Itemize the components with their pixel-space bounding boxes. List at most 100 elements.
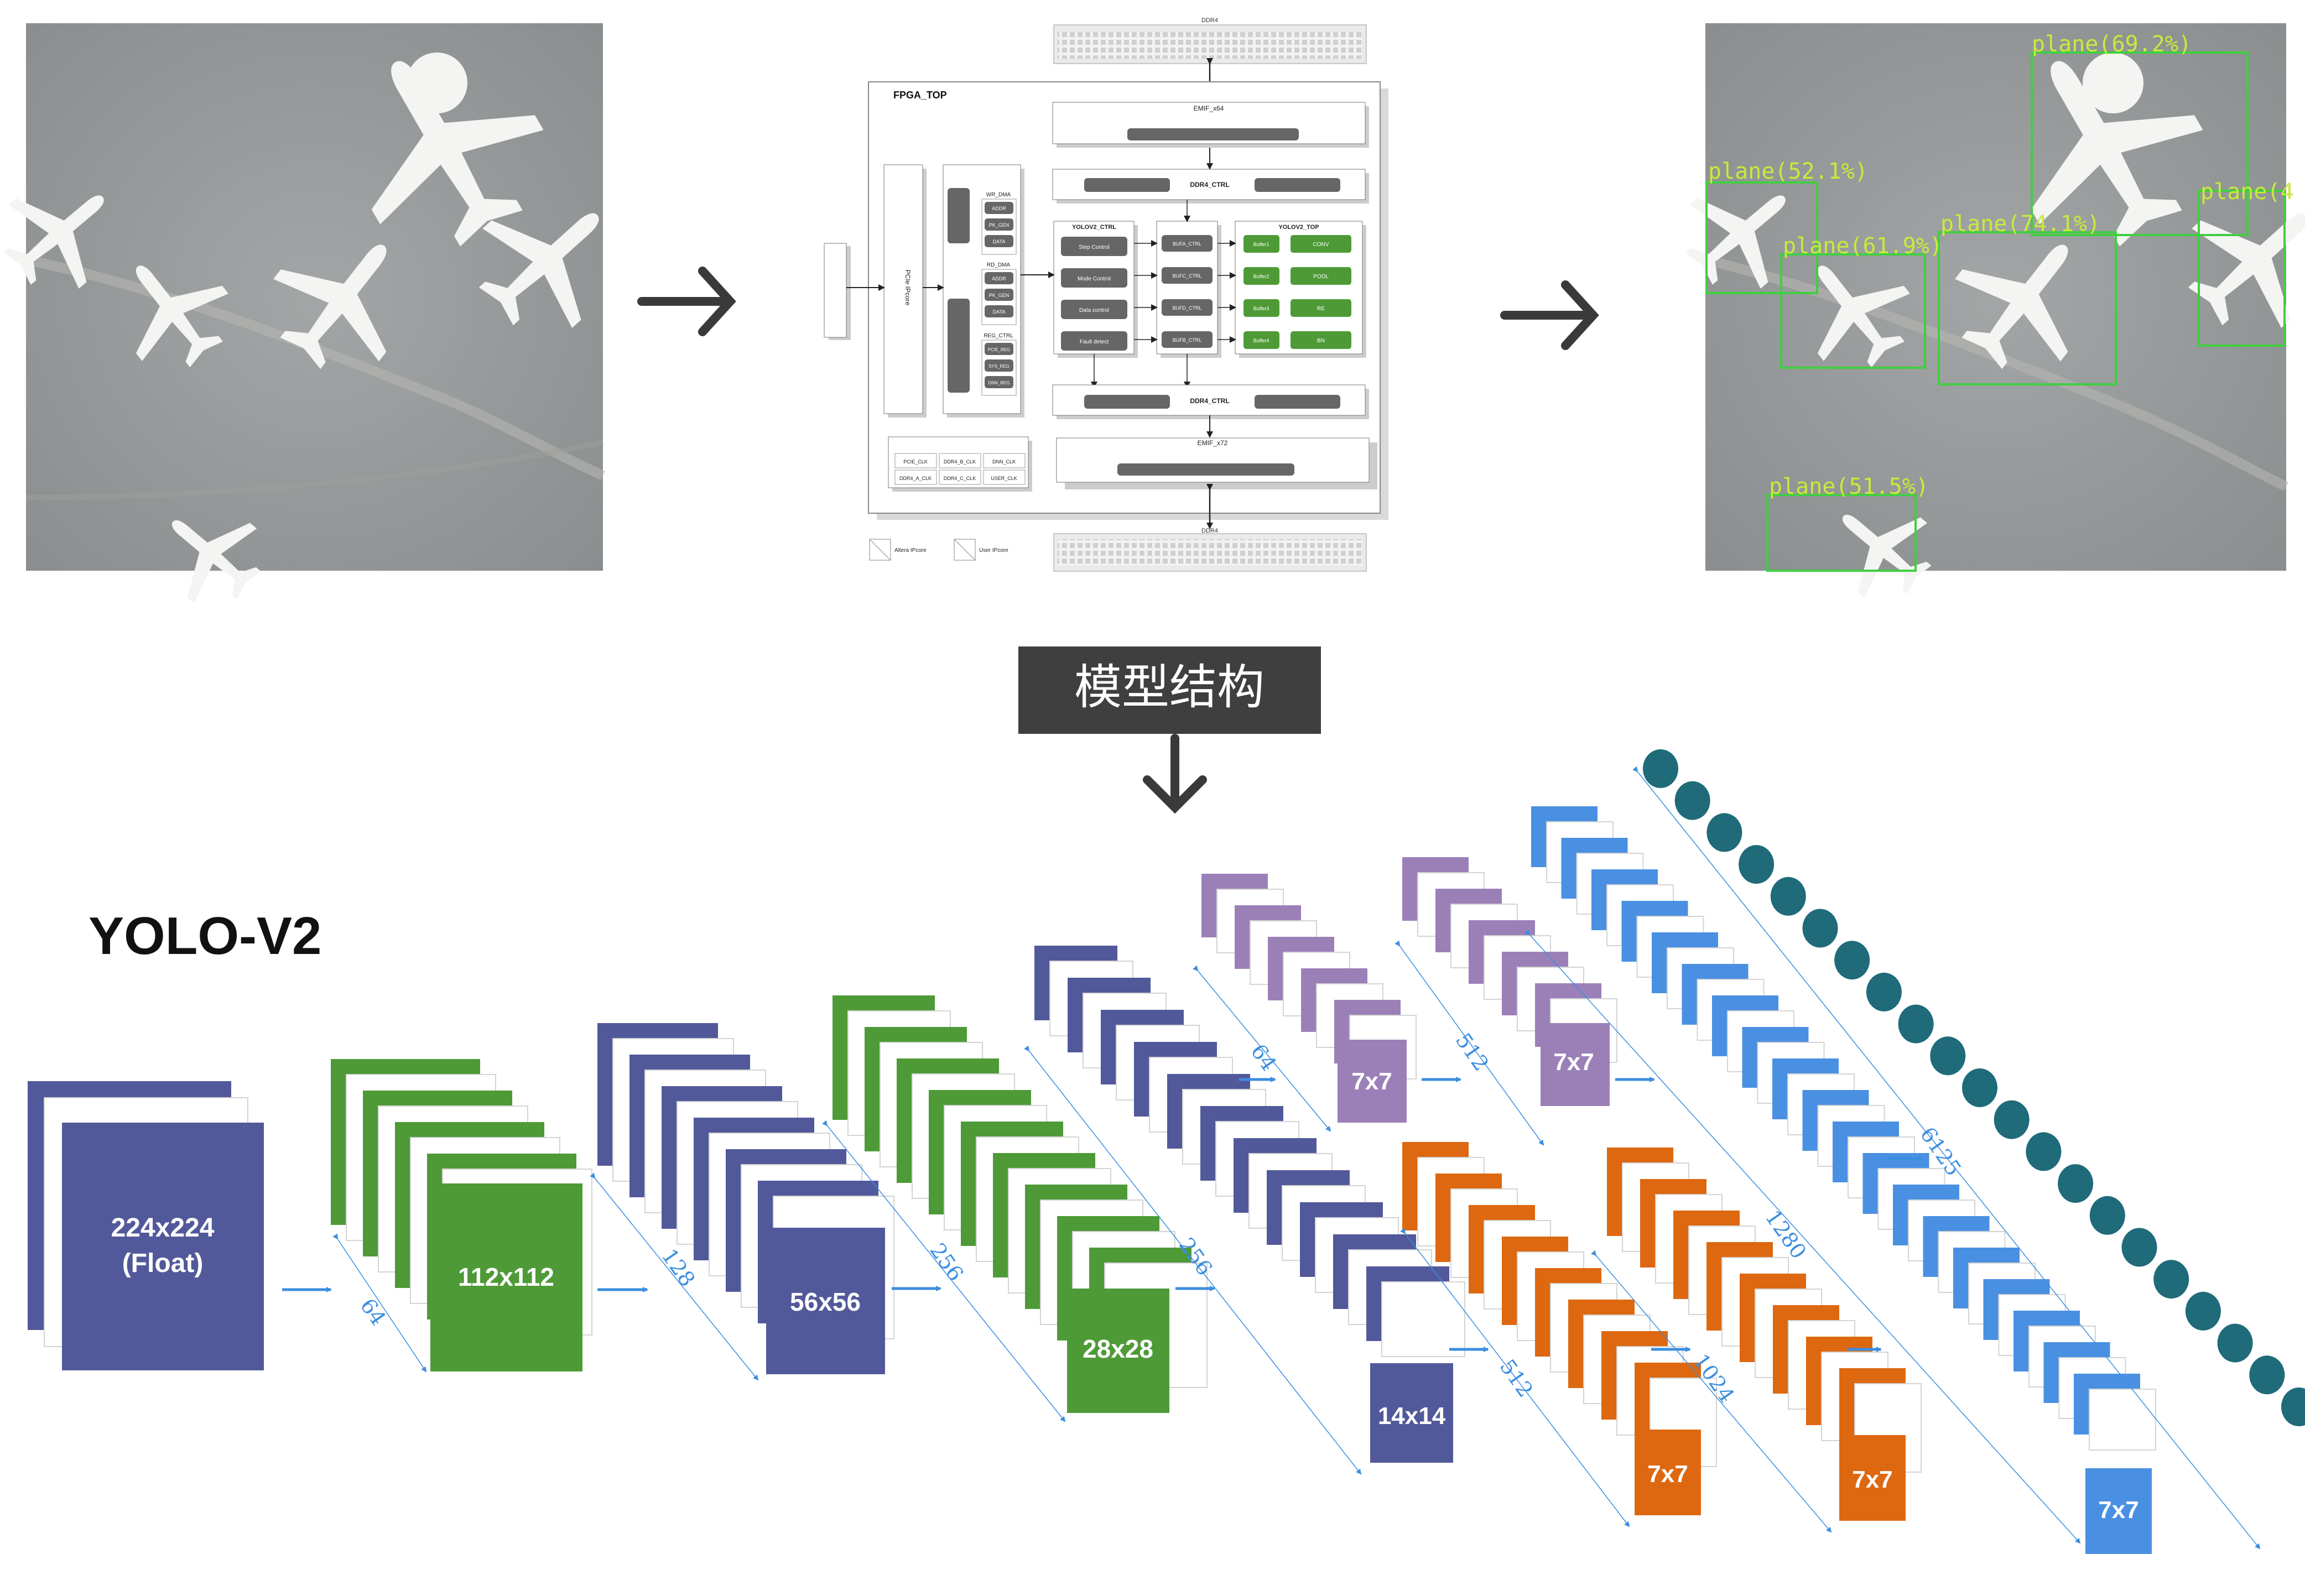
fpga-top-title: FPGA_TOP (893, 90, 947, 101)
reg-item-0: PCIE_REG (988, 347, 1010, 352)
bbox-5 (1766, 494, 1917, 572)
output-node (1866, 972, 1902, 1011)
buffer-0: Buffer1 (1253, 242, 1269, 247)
block-7-orange-b-label: 7x7 (1852, 1466, 1892, 1493)
ddr-ctrl-top-label: DDR4_CTRL (1190, 181, 1229, 189)
depth-256b-line (1024, 1045, 1362, 1475)
legend-user: User IPcore (979, 547, 1008, 554)
output-node (1898, 1004, 1934, 1044)
reg-ctrl-label: REG_CTRL (984, 333, 1013, 339)
yolo-top-label: YOLOV2_TOP (1278, 224, 1319, 231)
depth-64a-line (332, 1233, 427, 1373)
legend-altera: Altera IPcore (894, 547, 927, 554)
det-label-1: plane(52.1%) (1708, 159, 1868, 184)
bbox-2 (1938, 231, 2117, 385)
depth-64b-line (1193, 965, 1331, 1132)
bbox-0 (2031, 51, 2249, 236)
output-node (1962, 1068, 1997, 1107)
op-2: RE (1317, 306, 1325, 312)
ddr-top-label: DDR4 (1201, 17, 1218, 24)
output-node (1739, 845, 1775, 884)
yolo-ctrl-item-0: Step Control (1079, 244, 1110, 251)
output-node (2185, 1291, 2221, 1331)
buf-ctrl-2: BUFD_CTRL (1172, 305, 1201, 311)
ddr-ctrl-bottom-label: DDR4_CTRL (1190, 397, 1229, 405)
arrow-right-icon-2 (1500, 280, 1599, 350)
block-7-purple-b-label: 7x7 (1553, 1049, 1594, 1076)
rd-item-1: PK_GEN (989, 293, 1010, 298)
rd-dma-label: RD_DMA (987, 262, 1011, 268)
yolo-ctrl-item-1: Mode Control (1078, 276, 1111, 282)
buffer-2: Buffer3 (1253, 306, 1269, 311)
clock-3: DDR4_A_CLK (899, 476, 932, 481)
op-1: POOL (1313, 274, 1329, 280)
ddr-bottom-label: DDR4 (1201, 528, 1218, 534)
depth-512a-line (1395, 940, 1544, 1146)
output-node (1994, 1100, 2030, 1139)
block-7-blue-label: 7x7 (2098, 1496, 2139, 1524)
clock-4: DDR4_C_CLK (944, 476, 976, 481)
model-structure-label: 模型结构 (1074, 660, 1265, 715)
output-node (2217, 1323, 2253, 1363)
wr-item-1: PK_GEN (989, 222, 1010, 228)
wr-dma-label: WR_DMA (986, 192, 1011, 198)
det-label-3: plane(61.9%) (1783, 233, 1943, 259)
fpga-diagram: DDR4 FPGA_TOP EMIF_x64 DDR4_CTRL PCIe IP… (824, 17, 1388, 572)
output-node (2153, 1260, 2189, 1299)
pcie-label: PCIe IPcore (904, 270, 912, 306)
block-7-purple-a-label: 7x7 (1351, 1068, 1392, 1095)
buf-ctrl-1: BUFC_CTRL (1172, 273, 1201, 279)
output-node (1770, 877, 1806, 916)
output-node (1674, 781, 1710, 820)
stack-112-front (430, 1183, 582, 1371)
bbox-1 (1705, 181, 1818, 294)
arrow-down-icon (1143, 734, 1207, 814)
emif-top-label: EMIF_x64 (1194, 105, 1224, 112)
output-node (1643, 749, 1678, 788)
emif-bottom-label: EMIF_x72 (1198, 439, 1228, 447)
input-type-label: (Float) (122, 1249, 204, 1278)
detection-output-image: plane(69.2%) plane(52.1%) plane(74.1%) p… (1663, 15, 2305, 618)
output-node (1706, 813, 1742, 852)
depth-512b: 512 (1495, 1355, 1538, 1402)
reg-item-1: SYS_REG (988, 364, 1010, 369)
block-112-label: 112x112 (458, 1263, 554, 1291)
yolo-ctrl-item-2: Data control (1079, 307, 1109, 314)
network-title: YOLO-V2 (89, 906, 321, 966)
op-3: BN (1317, 338, 1325, 344)
det-label-0: plane(69.2%) (2032, 32, 2192, 57)
block-28-label: 28x28 (1083, 1334, 1153, 1363)
output-node (1930, 1036, 1966, 1076)
depth-512a: 512 (1451, 1029, 1494, 1076)
output-node (2121, 1228, 2157, 1267)
depth-64a: 64 (356, 1294, 391, 1330)
output-node (1834, 941, 1870, 980)
yolo-ctrl-label: YOLOV2_CTRL (1072, 224, 1116, 231)
output-node (2026, 1132, 2062, 1171)
buf-ctrl-3: BUFB_CTRL (1173, 337, 1202, 343)
clock-5: USER_CLK (991, 476, 1017, 481)
rd-item-0: ADDR (992, 276, 1006, 281)
depth-128: 128 (657, 1244, 700, 1291)
block-14-label: 14x14 (1378, 1402, 1446, 1430)
bbox-4 (2198, 190, 2286, 347)
bbox-3 (1780, 253, 1926, 369)
wr-item-0: ADDR (992, 206, 1006, 211)
clock-0: PCIE_CLK (903, 459, 928, 465)
model-structure-banner (1018, 646, 1321, 734)
buffer-3: Buffer4 (1253, 338, 1269, 343)
block-56-label: 56x56 (790, 1287, 861, 1316)
rd-item-2: DATA (993, 309, 1006, 315)
depth-128-line (590, 1172, 759, 1381)
input-layer-front (62, 1123, 264, 1370)
det-label-2: plane(74.1%) (1940, 211, 2100, 237)
reg-item-2: DNN_REG (988, 380, 1010, 385)
output-node (2058, 1164, 2094, 1203)
output-node (1802, 909, 1838, 948)
output-node (2089, 1196, 2125, 1235)
det-label-4: plane(4 (2200, 179, 2294, 205)
yolo-ctrl-item-3: Fault detect (1080, 339, 1109, 345)
